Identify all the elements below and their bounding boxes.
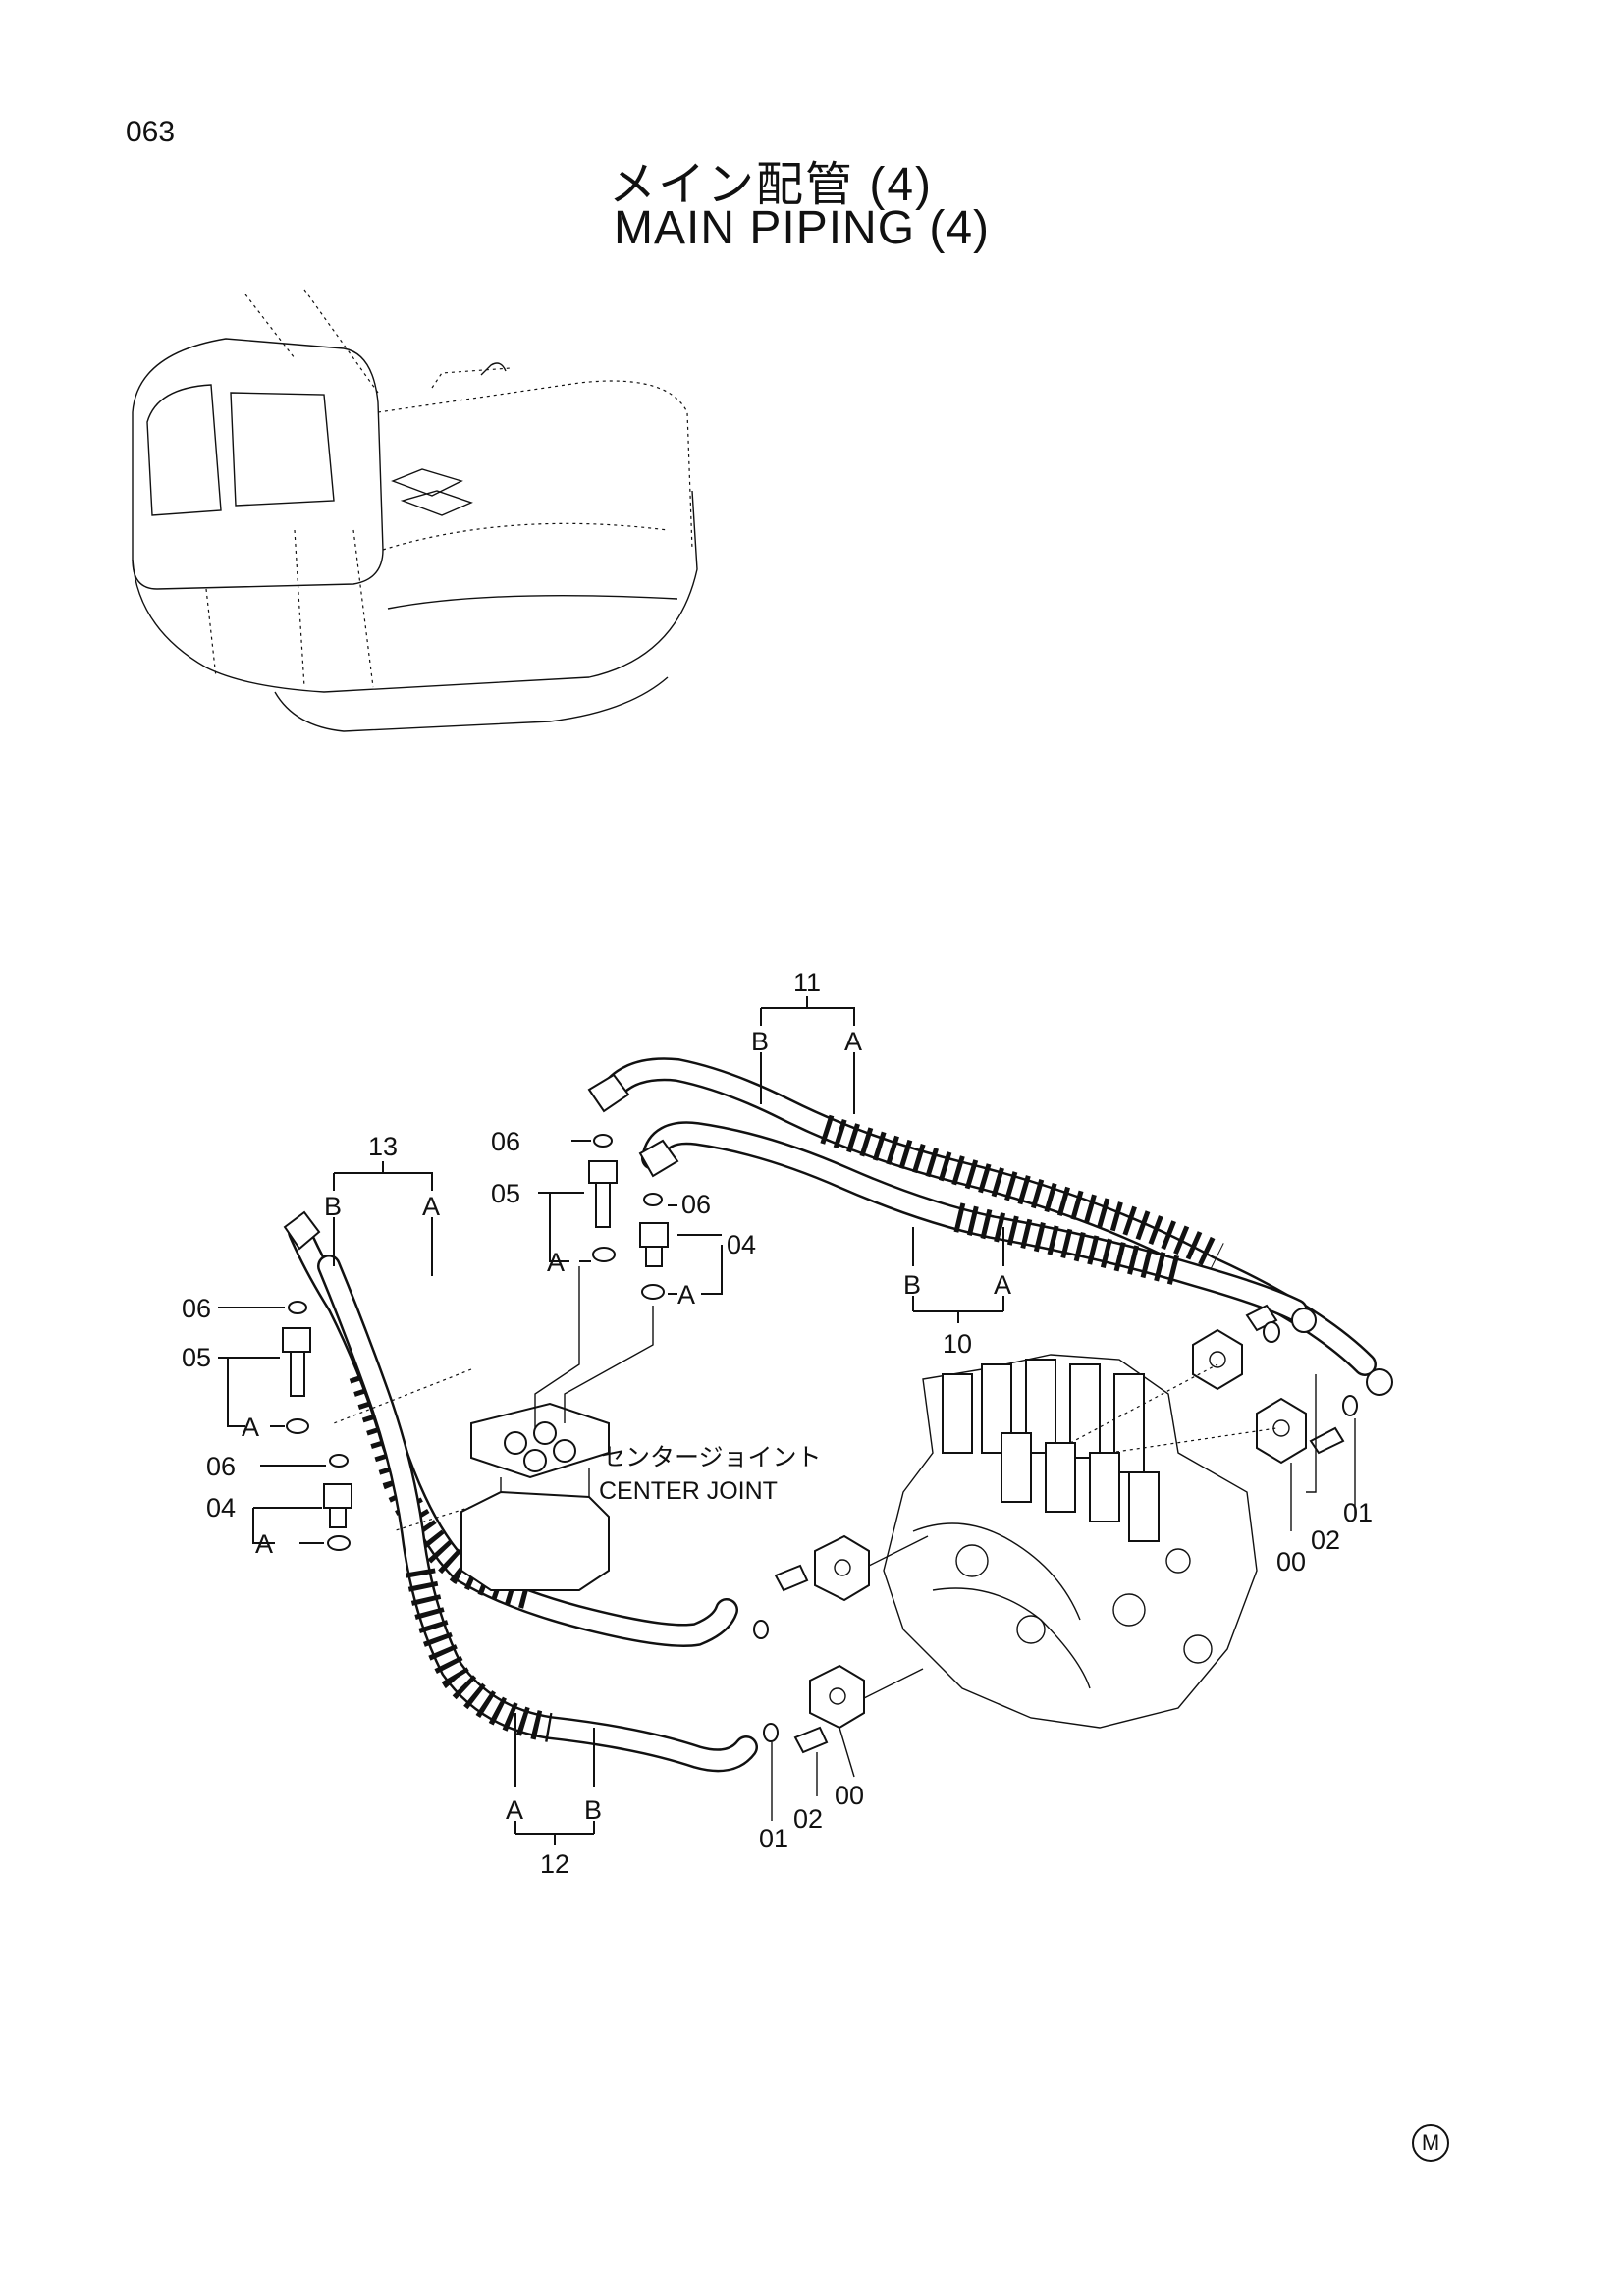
callout-02-right: 02 <box>1311 1525 1340 1555</box>
excavator-overview <box>132 289 698 732</box>
callout-12-b: B <box>584 1795 602 1825</box>
callout-06-left-lower: 06 <box>206 1452 236 1481</box>
center-joint-label-jp: センタージョイント <box>601 1444 822 1471</box>
callout-00-right: 00 <box>1276 1547 1306 1576</box>
callout-11-b: B <box>751 1027 769 1056</box>
manufacturer-mark: M <box>1412 2124 1449 2162</box>
hose-12 <box>317 1255 758 1773</box>
callout-11-a: A <box>844 1027 862 1056</box>
center-joint-label-en: CENTER JOINT <box>599 1477 778 1505</box>
center-joint <box>460 1402 610 1591</box>
callout-a-left-04: A <box>255 1529 273 1559</box>
callout-01-lower: 01 <box>759 1824 788 1853</box>
control-valve <box>883 1354 1258 1729</box>
callout-01-right: 01 <box>1343 1498 1373 1527</box>
callout-06-left: 06 <box>182 1294 211 1323</box>
loose-fittings <box>282 1134 669 1551</box>
leader-lines <box>218 996 1356 1845</box>
callout-13-a: A <box>422 1192 440 1221</box>
callout-02-lower: 02 <box>793 1804 823 1834</box>
callout-labels: 11 B A B A 10 13 B A A B 12 06 05 A 06 0… <box>182 968 1373 1879</box>
page-number: 063 <box>126 116 176 148</box>
callout-13-b: B <box>324 1192 342 1221</box>
callout-13: 13 <box>368 1132 398 1161</box>
title-japanese: メイン配管 (4) <box>609 159 934 211</box>
callout-00-lower: 00 <box>835 1781 864 1810</box>
hose-10 <box>638 1121 1317 1333</box>
flange-fittings <box>753 1304 1358 1754</box>
callout-05-upper: 05 <box>491 1179 520 1208</box>
callout-a-left-05: A <box>242 1413 259 1442</box>
callout-a-upper-04: A <box>677 1280 695 1309</box>
callout-10-b: B <box>903 1270 921 1300</box>
title-english: MAIN PIPING (4) <box>614 202 991 254</box>
callout-06-upper: 06 <box>491 1127 520 1156</box>
callout-06-upper-right: 06 <box>681 1190 711 1219</box>
callout-04-upper: 04 <box>727 1230 756 1259</box>
callout-12-a: A <box>506 1795 523 1825</box>
callout-04-left: 04 <box>206 1493 236 1522</box>
callout-a-upper-05: A <box>547 1248 565 1277</box>
callout-05-left: 05 <box>182 1343 211 1372</box>
callout-10: 10 <box>943 1329 972 1359</box>
callout-10-a: A <box>994 1270 1011 1300</box>
callout-12: 12 <box>540 1849 569 1879</box>
callout-11: 11 <box>793 968 821 997</box>
